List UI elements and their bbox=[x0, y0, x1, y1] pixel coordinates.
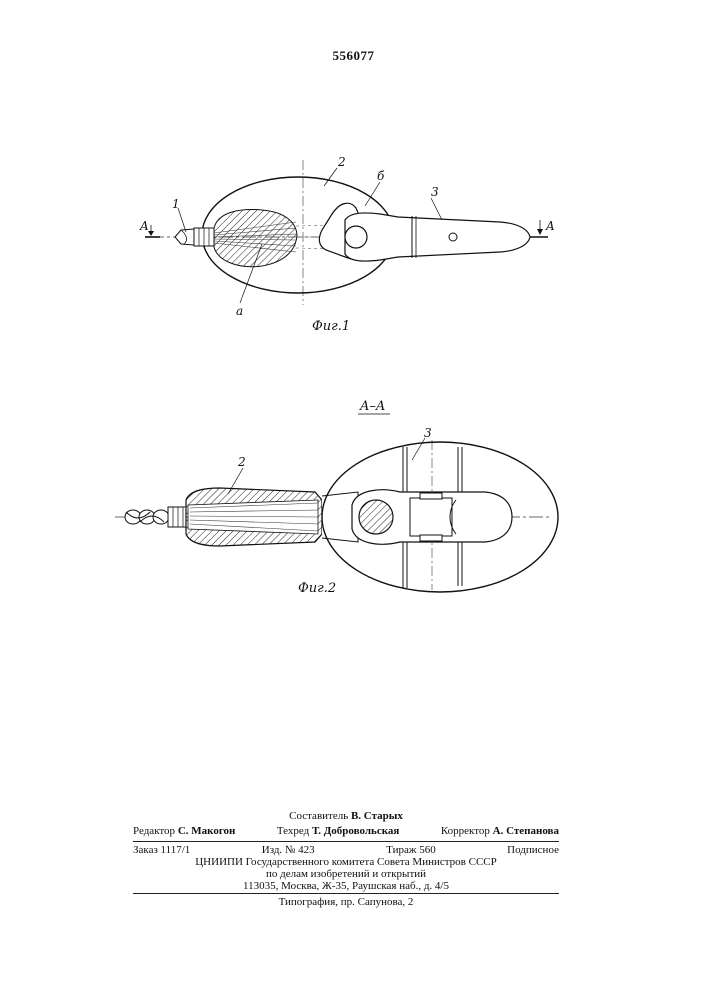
org-line-3: 113035, Москва, Ж-35, Раушская наб., д. … bbox=[133, 880, 559, 892]
label-a: а bbox=[236, 304, 243, 318]
circulation: Тираж 560 bbox=[386, 844, 436, 856]
subscription: Подписное bbox=[507, 844, 559, 856]
compiler-name: В. Старых bbox=[351, 810, 403, 822]
section-title: A–A bbox=[359, 399, 385, 414]
link-pin bbox=[449, 233, 457, 241]
cavity-hatched bbox=[214, 210, 297, 267]
connector bbox=[410, 493, 456, 541]
footer-divider-2 bbox=[133, 893, 559, 894]
footer-divider-1 bbox=[133, 841, 559, 842]
corrector-label: Корректор bbox=[441, 825, 490, 837]
order: Заказ 1117/1 bbox=[133, 844, 190, 856]
label-3: 3 bbox=[431, 185, 439, 199]
techred-label: Техред bbox=[277, 825, 309, 837]
corrector: Корректор А. Степанова bbox=[441, 825, 559, 837]
figure-1-caption: Фиг.1 bbox=[312, 319, 350, 334]
link-3 bbox=[345, 213, 530, 261]
section-label-left: A bbox=[139, 219, 149, 233]
leaders-fig2 bbox=[228, 438, 425, 494]
pin-section bbox=[359, 500, 393, 534]
printer: Типография, пр. Сапунова, 2 bbox=[133, 896, 559, 908]
org-line-2: по делам изобретений и открытий bbox=[133, 868, 559, 880]
order-row: Заказ 1117/1 Изд. № 423 Тираж 560 Подпис… bbox=[133, 844, 559, 856]
twisted-rope bbox=[125, 510, 169, 524]
label-1: 1 bbox=[172, 197, 180, 211]
compiler-line: Составитель В. Старых bbox=[133, 810, 559, 822]
corrector-name: А. Степанова bbox=[493, 825, 559, 837]
editor-name: С. Макогон bbox=[178, 825, 236, 837]
figure-2: A–A bbox=[115, 399, 558, 596]
techred: Техред Т. Добровольская bbox=[277, 825, 400, 837]
editor: Редактор С. Макогон bbox=[133, 825, 235, 837]
staff-row: Редактор С. Макогон Техред Т. Добровольс… bbox=[133, 825, 559, 837]
label-3b: 3 bbox=[424, 426, 432, 440]
section-label-right: A bbox=[545, 219, 555, 233]
editor-label: Редактор bbox=[133, 825, 175, 837]
label-b: б bbox=[377, 169, 385, 183]
rope-end bbox=[175, 228, 214, 246]
figure-1: 1 2 б 3 а A A Фиг.1 bbox=[139, 155, 555, 334]
figure-2-caption: Фиг.2 bbox=[298, 581, 336, 596]
label-2b: 2 bbox=[237, 455, 246, 469]
edition: Изд. № 423 bbox=[262, 844, 315, 856]
link-eye bbox=[345, 226, 367, 248]
compiler-label: Составитель bbox=[289, 810, 348, 822]
label-2: 2 bbox=[337, 155, 346, 169]
techred-name: Т. Добровольская bbox=[312, 825, 399, 837]
org-line-1: ЦНИИПИ Государственного комитета Совета … bbox=[133, 856, 559, 868]
